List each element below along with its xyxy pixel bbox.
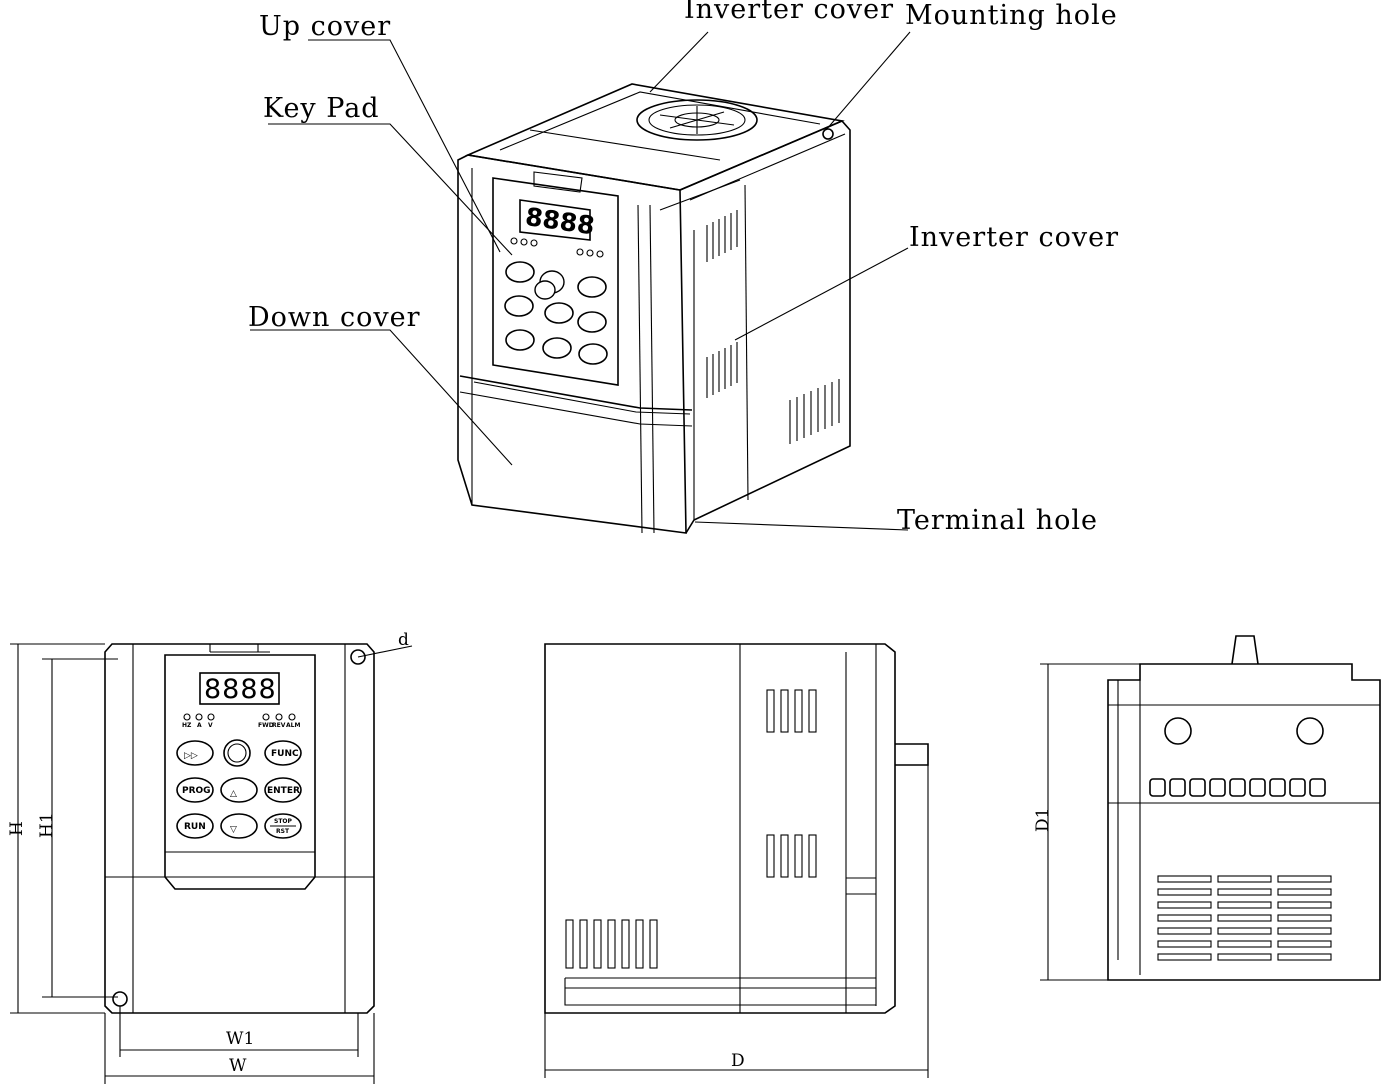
rst-key: RST (276, 828, 290, 835)
front-view: 8888 HZ A V FWD REV ALM ▷▷ FUNC PROG △ E… (104, 643, 375, 1014)
side-vents (706, 210, 840, 444)
dim-w: W (229, 1056, 247, 1076)
led-a: A (197, 722, 202, 729)
front-display: 8888 (204, 674, 277, 705)
leader-lines (250, 31, 911, 531)
side-view (544, 643, 929, 1014)
led-hz: HZ (182, 722, 192, 729)
prog-key: PROG (182, 786, 211, 796)
isometric-view: 8888 (457, 83, 851, 534)
label-terminal-hole: Terminal hole (897, 505, 1098, 536)
up-key: △ (230, 789, 237, 799)
side-dimensions (544, 765, 929, 1078)
down-key: ▽ (230, 825, 237, 835)
top-view (1107, 635, 1381, 981)
led-v: V (208, 722, 213, 729)
label-mounting-hole: Mounting hole (905, 0, 1118, 31)
dim-h: H (7, 821, 27, 836)
func-key: FUNC (271, 749, 299, 759)
front-dimensions (10, 643, 413, 1084)
dim-hole-d: d (398, 630, 409, 650)
label-inverter-cover-top: Inverter cover (684, 0, 894, 25)
label-inverter-cover-side: Inverter cover (909, 222, 1119, 253)
enter-key: ENTER (267, 786, 300, 796)
dim-d: D (731, 1051, 745, 1071)
run-key: RUN (184, 822, 206, 832)
label-down-cover: Down cover (248, 302, 421, 333)
dim-w1: W1 (226, 1029, 254, 1049)
led-rev: REV (272, 722, 286, 729)
dim-d1: D1 (1033, 808, 1053, 832)
dim-h1: H1 (37, 812, 57, 838)
stop-key: STOP (274, 818, 293, 825)
led-fwd: FWD (258, 722, 274, 729)
top-dimensions (1040, 663, 1140, 981)
led-alm: ALM (286, 722, 300, 729)
label-up-cover: Up cover (259, 11, 391, 42)
fwd-key: ▷▷ (184, 751, 198, 761)
iso-display: 8888 (523, 202, 596, 240)
label-key-pad: Key Pad (263, 93, 380, 124)
